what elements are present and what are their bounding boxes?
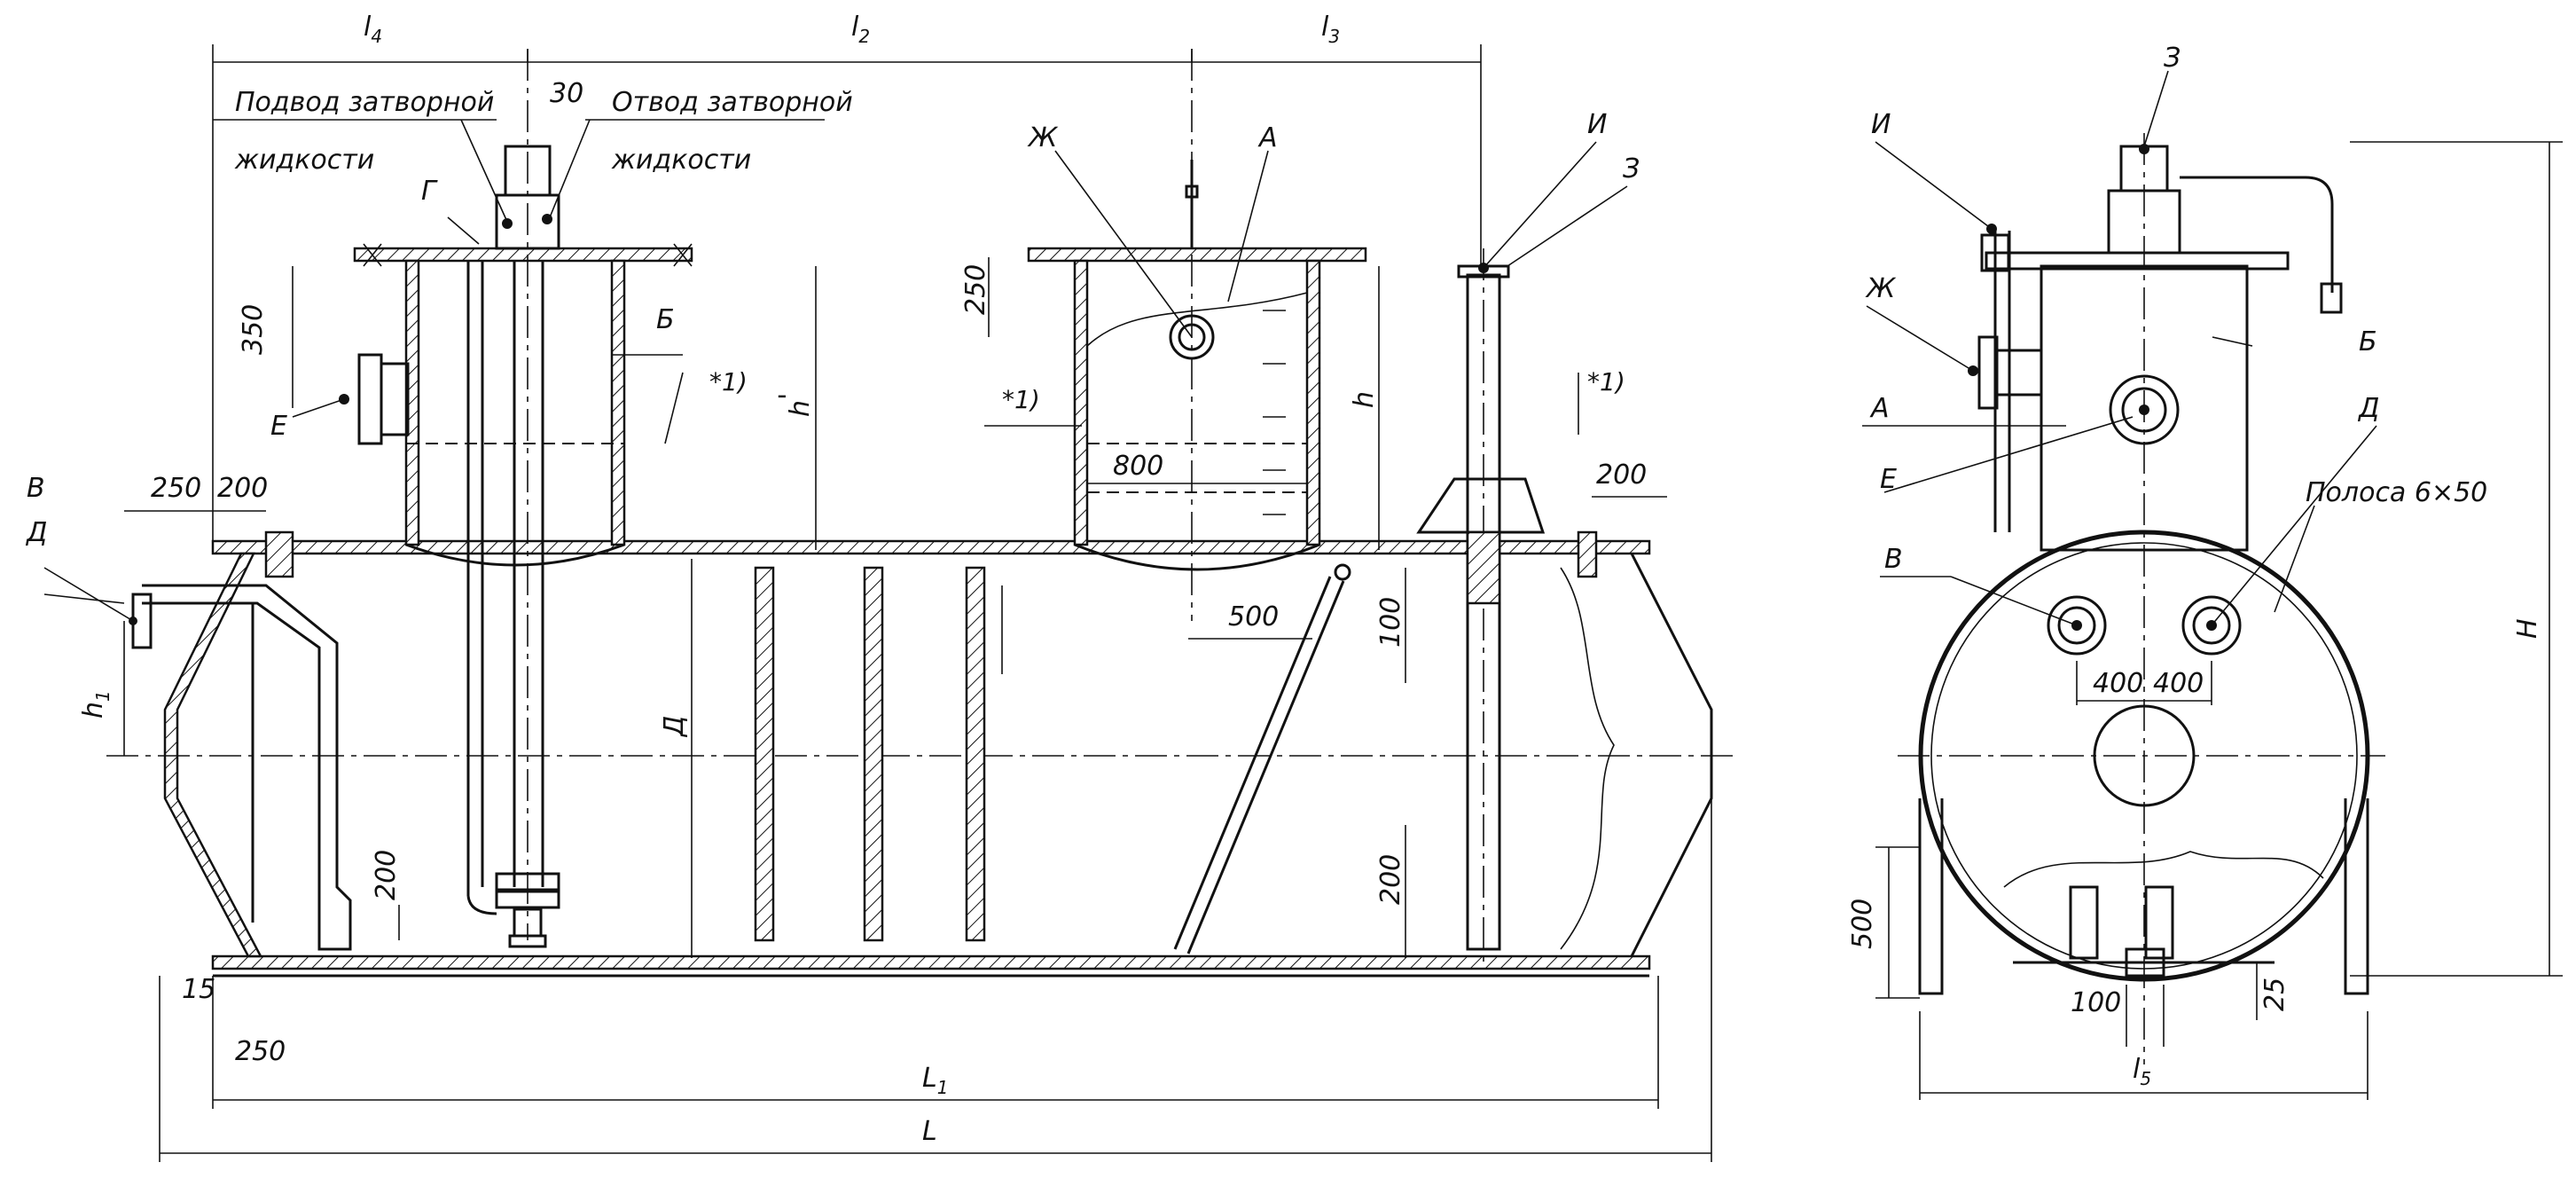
side-label-B: Б xyxy=(2359,326,2377,357)
side-dim-H: H xyxy=(2512,618,2543,639)
label-drain-1: Отвод затворной xyxy=(612,87,853,118)
dim-800: 800 xyxy=(1113,451,1163,482)
front-dimensions xyxy=(123,44,1712,1162)
dim-30: 30 xyxy=(550,78,583,109)
side-dim-400-right: 400 xyxy=(2153,668,2204,699)
dim-250-bottom: 250 xyxy=(235,1036,286,1067)
side-view: З И Ж А Е В Д Б Полоса 6×50 400 400 H 50… xyxy=(1847,43,2563,1100)
side-label-V: В xyxy=(1884,544,1903,575)
side-dim-400-left: 400 xyxy=(2093,668,2143,699)
side-label-D: Д xyxy=(2357,393,2379,424)
side-dim-25: 25 xyxy=(2259,978,2290,1011)
dim-h-right: h xyxy=(1349,391,1380,408)
note-right: *1) xyxy=(1587,367,1625,397)
dim-200-bottom: 200 xyxy=(371,850,402,900)
dim-350: 350 xyxy=(238,304,269,355)
dim-15: 15 xyxy=(182,974,215,1005)
dim-L: L xyxy=(922,1116,937,1147)
label-supply-2: жидкости xyxy=(234,145,374,176)
dim-500-mid: 500 xyxy=(1228,601,1279,632)
dome-right xyxy=(1027,49,1367,954)
front-view: l4 l2 l3 30 350 h' 250 h 800 250 200 200… xyxy=(25,12,1738,1162)
dim-h-left: h' xyxy=(774,393,816,417)
front-labels: l4 l2 l3 30 350 h' 250 h 800 250 200 200… xyxy=(25,12,1647,1147)
dim-250-left: 250 xyxy=(151,473,201,504)
front-leaders xyxy=(43,119,1628,622)
dim-D: Д xyxy=(659,716,690,738)
label-Z: З xyxy=(1623,153,1640,185)
inlet-pipe xyxy=(129,530,352,951)
label-I: И xyxy=(1587,109,1607,140)
label-A: А xyxy=(1257,122,1278,153)
label-G: Г xyxy=(421,176,438,207)
dim-200-right: 200 xyxy=(1596,459,1647,491)
side-label-Zh: Ж xyxy=(1865,273,1897,304)
side-label-I: И xyxy=(1871,109,1891,140)
label-E: Е xyxy=(270,411,287,442)
note-mid: *1) xyxy=(1002,385,1040,414)
dim-l3: l3 xyxy=(1321,12,1340,47)
label-B-left: В xyxy=(27,473,45,504)
label-D-left: Д xyxy=(25,517,47,548)
vessel-body xyxy=(106,539,1738,978)
level-pipe xyxy=(1416,248,1598,967)
side-shell xyxy=(1918,530,2370,982)
dim-L1: L1 xyxy=(922,1063,948,1098)
internal-baffles xyxy=(754,566,986,942)
label-Zh: Ж xyxy=(1027,122,1059,153)
dim-l4: l4 xyxy=(364,12,382,47)
dim-l2: l2 xyxy=(851,12,870,47)
dim-250-top: 250 xyxy=(960,264,991,315)
side-dim-100: 100 xyxy=(2071,987,2121,1018)
side-label-strip: Полоса 6×50 xyxy=(2306,477,2487,508)
dim-200-mid: 200 xyxy=(1375,854,1406,905)
label-supply-1: Подвод затворной xyxy=(235,87,494,118)
dim-100-mid: 100 xyxy=(1375,597,1406,648)
label-drain-2: жидкости xyxy=(611,145,751,176)
side-dim-l5: l5 xyxy=(2133,1054,2151,1089)
label-B: Б xyxy=(656,304,675,335)
side-label-Z: З xyxy=(2164,43,2181,74)
side-label-E: Е xyxy=(1880,464,1897,495)
dome-left xyxy=(339,49,693,948)
dim-h1: h1 xyxy=(78,690,114,719)
side-label-A: А xyxy=(1869,393,1890,424)
dim-200-left: 200 xyxy=(217,473,268,504)
side-dim-500: 500 xyxy=(1847,899,1878,949)
note-left: *1) xyxy=(709,367,748,397)
